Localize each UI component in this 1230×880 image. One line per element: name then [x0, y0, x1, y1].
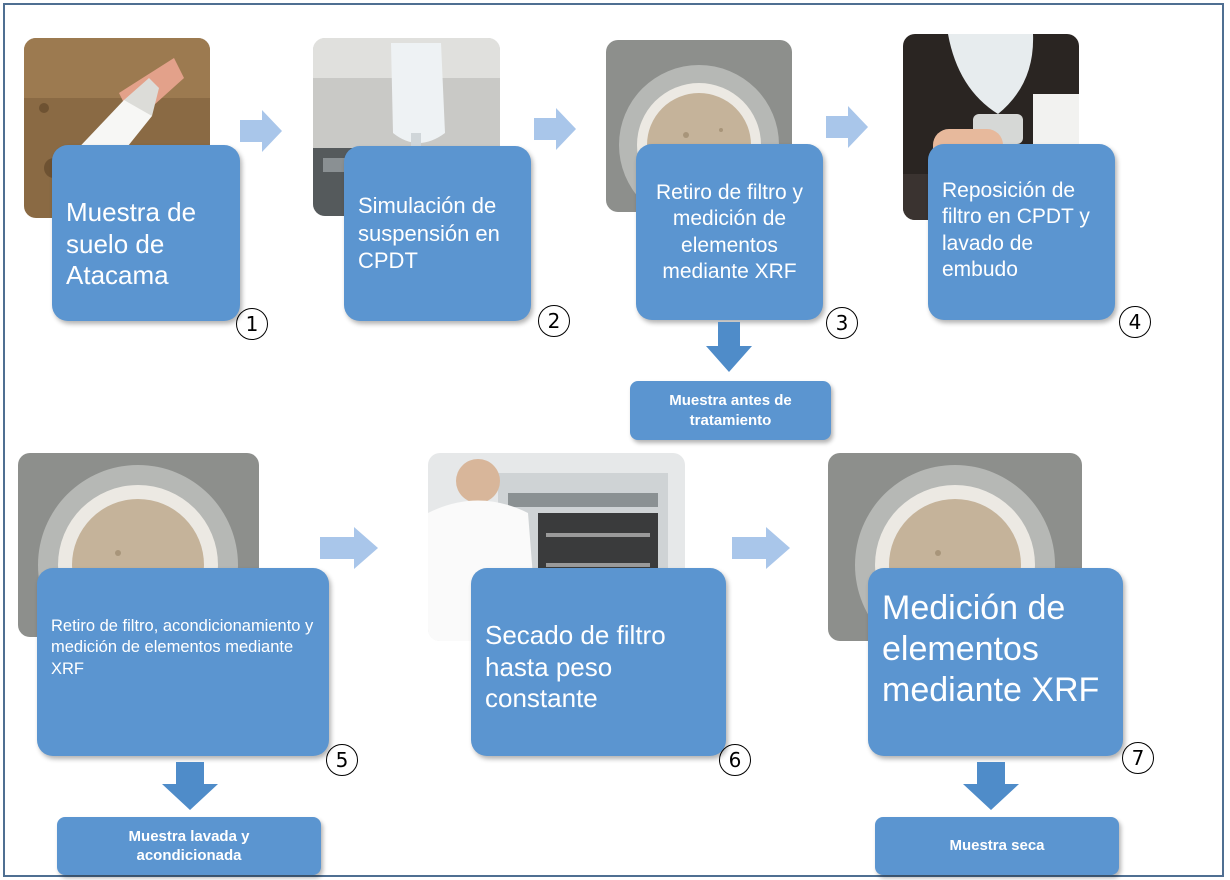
arrow-down-step-3	[706, 322, 752, 372]
step-6-label: Secado de filtro hasta peso constante	[485, 620, 666, 714]
step-1-label: Muestra de suelo de Atacama	[66, 197, 197, 291]
step-5-label: Retiro de filtro, acondicionamiento y me…	[51, 617, 314, 678]
step-4-box: Reposición de filtro en CPDT y lavado de…	[928, 144, 1115, 320]
arrow-right-3-4	[826, 106, 868, 148]
arrow-right-5-6	[320, 527, 378, 569]
step-3-box: Retiro de filtro y medición de elementos…	[636, 144, 823, 320]
arrow-right-2-3	[534, 108, 576, 150]
output-washed-conditioned: Muestra lavada y acondicionada	[57, 817, 321, 875]
output-dry-sample: Muestra seca	[875, 817, 1119, 875]
step-1-number: 1	[236, 308, 268, 340]
step-5-number: 5	[326, 744, 358, 776]
step-3-label: Retiro de filtro y medición de elementos…	[655, 181, 804, 283]
step-7-label: Medición de elementos mediante XRF	[882, 589, 1100, 709]
step-2-box: Simulación de suspensión en CPDT	[344, 146, 531, 321]
step-1-box: Muestra de suelo de Atacama	[52, 145, 240, 321]
step-4-label: Reposición de filtro en CPDT y lavado de…	[942, 179, 1090, 281]
step-2-number: 2	[538, 305, 570, 337]
arrow-right-1-2	[240, 110, 282, 152]
diagram-frame	[3, 3, 1224, 877]
arrow-right-6-7	[732, 527, 790, 569]
step-7-box: Medición de elementos mediante XRF	[868, 568, 1123, 756]
step-3-number: 3	[826, 307, 858, 339]
arrow-down-step-7	[963, 762, 1019, 810]
step-5-box: Retiro de filtro, acondicionamiento y me…	[37, 568, 329, 756]
step-6-number: 6	[719, 744, 751, 776]
step-2-label: Simulación de suspensión en CPDT	[358, 193, 500, 273]
step-4-number: 4	[1119, 306, 1151, 338]
step-6-box: Secado de filtro hasta peso constante	[471, 568, 726, 756]
output-washed-conditioned-label: Muestra lavada y acondicionada	[128, 827, 250, 865]
step-7-number: 7	[1122, 742, 1154, 774]
output-before-treatment-label: Muestra antes de tratamiento	[669, 392, 792, 429]
output-dry-sample-label: Muestra seca	[949, 837, 1045, 855]
output-before-treatment: Muestra antes de tratamiento	[630, 381, 831, 440]
arrow-down-step-5	[162, 762, 218, 810]
